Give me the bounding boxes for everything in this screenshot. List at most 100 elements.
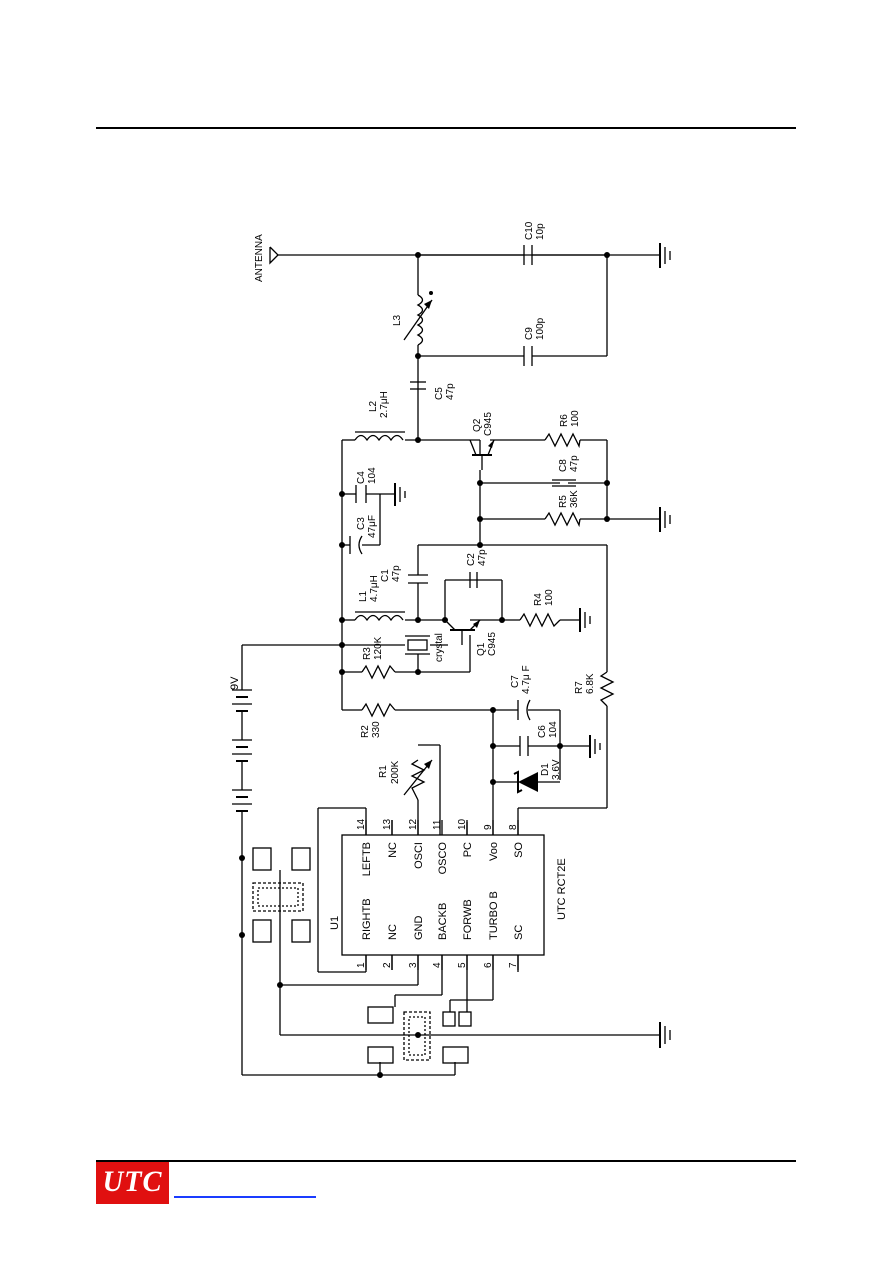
ic-pin-name: SO [513, 842, 525, 858]
ic-ref-label: U1 [329, 916, 341, 930]
ic-pin-name: Voo [488, 842, 500, 861]
label-r1-ref: R1 [378, 765, 389, 778]
ground-symbols [394, 243, 671, 1048]
ic-pin-number: 4 [432, 962, 443, 968]
label-c5-ref: C5 [434, 387, 445, 400]
ic-pin-name: BACKB [437, 903, 449, 940]
ic-pin-number: 12 [408, 818, 419, 830]
label-c10-value: 10p [535, 223, 546, 240]
label-l1-ref: L1 [358, 590, 369, 602]
ic-pin-number: 9 [483, 824, 494, 830]
ic-pin-name: SC [513, 925, 525, 940]
label-q2-ref: Q2 [472, 418, 483, 432]
utc-logo-text: UTC [102, 1165, 163, 1198]
label-q1-value: C945 [487, 632, 498, 656]
label-c8-ref: C8 [558, 459, 569, 472]
crystal-symbol [405, 635, 430, 672]
ic-pin-name: GND [413, 916, 425, 941]
label-c7-value: 4.7μ F [521, 665, 532, 694]
label-c10-ref: C10 [524, 221, 535, 240]
label-l2-value: 2.7μH [379, 391, 390, 418]
label-c1-ref: C1 [380, 569, 391, 582]
label-r7-value: 6.8K [585, 673, 596, 694]
label-c3-value: 47μF [367, 515, 378, 538]
wires [241, 254, 660, 1076]
label-r3-value: 120K [373, 636, 384, 660]
label-c1-value: 47p [391, 565, 402, 582]
label-r5-ref: R5 [558, 495, 569, 508]
ic-pin-number: 11 [432, 819, 443, 830]
ic-pin-name: NC [387, 842, 399, 858]
label-c4-ref: C4 [356, 471, 367, 484]
ic-pin-labels: RIGHTB 1 NC 2 GND 3 BACKB 4 FORWB 5 TURBO B 6 SC 7 SO 8… [356, 818, 525, 970]
junction-dots [239, 252, 610, 1078]
label-r7-ref: R7 [574, 681, 585, 694]
label-c9-value: 100p [535, 317, 546, 340]
label-crystal: crystal [434, 633, 445, 662]
label-r4-value: 100 [544, 589, 555, 606]
ic-pin-name: OSCI [413, 842, 425, 869]
label-c2-ref: C2 [466, 553, 477, 566]
label-d1-ref: D1 [540, 763, 551, 776]
label-r6-value: 100 [570, 410, 581, 427]
resistor-symbols [361, 432, 615, 801]
ic-pin-number: 13 [382, 818, 393, 830]
label-r3-ref: R3 [362, 647, 373, 660]
ic-pin-number: 6 [483, 962, 494, 968]
ic-pin-name: FORWB [462, 899, 474, 940]
ic-part-label: UTC RCT2E [556, 858, 568, 920]
ic-pin-name: PC [462, 842, 474, 857]
label-c8-value: 47p [569, 455, 580, 472]
label-q2-value: C945 [483, 412, 494, 436]
label-c7-ref: C7 [510, 675, 521, 688]
label-c2-value: 47p [477, 549, 488, 566]
ic-pin-name: OSCO [437, 842, 449, 875]
component-labels: C10 10p C9 100p L3 C5 47p L2 2.7μH Q2 C9… [356, 221, 596, 784]
label-r2-value: 330 [371, 721, 382, 738]
ic-pin-number: 8 [508, 824, 519, 830]
label-r2-ref: R2 [360, 725, 371, 738]
battery-symbol [232, 689, 252, 825]
ic-pin-name: RIGHTB [361, 898, 373, 940]
ic-pin-number: 3 [408, 962, 419, 968]
antenna-label: ANTENNA [254, 234, 265, 282]
utc-logo: UTC [96, 1162, 169, 1204]
ic-pin-name: NC [387, 924, 399, 940]
ic-pin-number: 10 [457, 818, 468, 830]
inductor-symbols [354, 291, 433, 622]
label-c4-value: 104 [367, 467, 378, 484]
footer-rule [96, 1160, 796, 1162]
label-r1-value: 200K [390, 760, 401, 784]
ic-pin-number: 5 [457, 962, 468, 968]
label-l3-ref: L3 [392, 314, 403, 326]
zener-diode-d1 [513, 770, 538, 794]
label-r6-ref: R6 [559, 414, 570, 427]
switch-pads [252, 847, 472, 1064]
transistor-q2 [469, 439, 495, 470]
ic-pin-number: 1 [356, 962, 367, 968]
label-c6-value: 104 [548, 721, 559, 738]
label-l1-value: 4.7μH [369, 575, 380, 602]
label-c6-ref: C6 [537, 725, 548, 738]
label-l2-ref: L2 [368, 400, 379, 412]
label-c9-ref: C9 [524, 327, 535, 340]
label-c5-value: 47p [445, 383, 456, 400]
ic-u1 [341, 834, 545, 956]
ic-pin-number: 2 [382, 962, 393, 968]
transistor-q1 [444, 619, 481, 645]
ic-pin-number: 14 [356, 818, 367, 830]
label-c3-ref: C3 [356, 517, 367, 530]
antenna-symbol [269, 246, 279, 265]
label-r4-ref: R4 [533, 593, 544, 606]
label-d1-value: 3.6V [551, 759, 562, 780]
ic-pin-number: 7 [508, 962, 519, 968]
label-q1-ref: Q1 [476, 642, 487, 656]
footer-link-underline[interactable] [174, 1196, 316, 1198]
ic-pin-name: TURBO B [488, 891, 500, 940]
capacitor-symbols [349, 245, 576, 756]
header-rule [96, 127, 796, 129]
ic-pin-name: LEFTB [361, 842, 373, 876]
label-r5-value: 36K [569, 490, 580, 508]
